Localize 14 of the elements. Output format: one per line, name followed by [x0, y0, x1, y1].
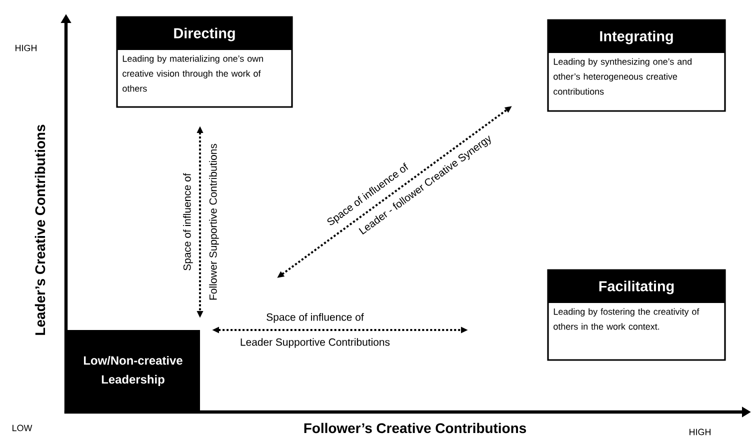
axis-level-label: HIGH [690, 428, 710, 436]
quadrant-box: Directing Leading by materializing one’s own creative vision through the work of others [116, 16, 293, 108]
influence-label: Space of influence of [266, 313, 364, 323]
axis-title: Follower’s Creative Contributions [304, 422, 526, 434]
node-label: Low/Non-creative Leadership [84, 356, 182, 386]
influence-label: Leader Supportive Contributions [240, 338, 390, 348]
quadrant-box: Low/Non-creative Leadership [66, 330, 200, 412]
quadrant-box: Integrating Leading by synthesizing one’s and other’s heterogeneous creative contributions [547, 19, 726, 112]
axis-level-label: LOW [12, 424, 32, 432]
quadrant-box: Facilitating Leading by fostering the creativity of others in the work context. [547, 269, 726, 361]
influence-label: Space of influence of [183, 173, 193, 270]
axis-title: Leader’s Creative Contributions [34, 124, 46, 335]
axis-level-label: HIGH [16, 44, 36, 52]
influence-label: Follower Supportive Contributions [209, 144, 219, 300]
